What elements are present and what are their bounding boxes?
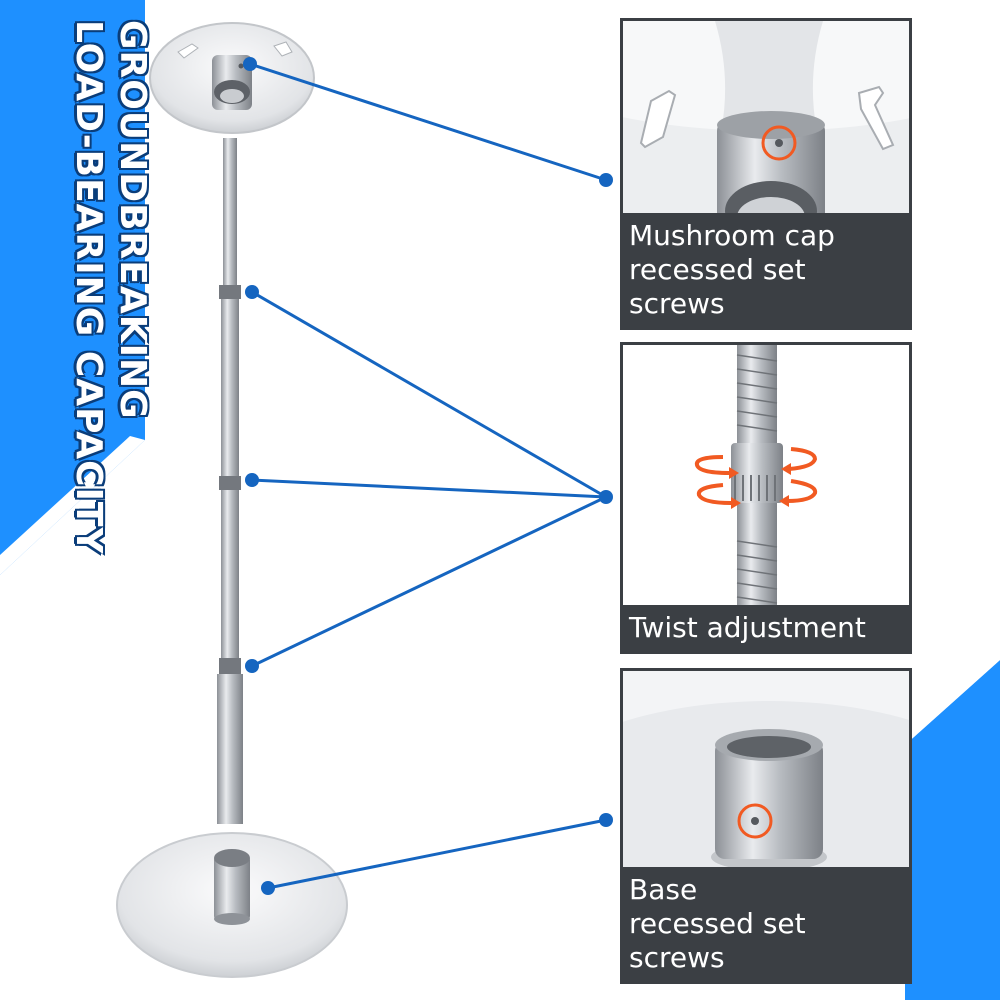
caption-base-line2: recessed set screws [629,907,806,974]
detail-panel-mushroom-cap: Mushroom cap recessed set screws [620,18,912,330]
caption-base: Base recessed set screws [623,867,909,981]
detail-panel-base: Base recessed set screws [620,668,912,984]
twist-adjustment-closeup [623,345,909,651]
connector-lines [249,62,607,890]
mushroom-cap [149,22,315,134]
caption-twist-adjustment: Twist adjustment [623,605,909,651]
detail-panel-twist-adjustment: Twist adjustment [620,342,912,654]
caption-mushroom-cap-line1: Mushroom cap [629,219,835,252]
caption-twist-adjustment-line1: Twist adjustment [629,611,866,644]
rotation-arrows-icon [694,447,818,505]
base-plate [116,832,348,978]
pole [217,138,243,824]
caption-mushroom-cap: Mushroom cap recessed set screws [623,213,909,327]
caption-base-line1: Base [629,873,698,906]
caption-mushroom-cap-line2: recessed set screws [629,253,806,320]
connector-dots [243,57,613,895]
